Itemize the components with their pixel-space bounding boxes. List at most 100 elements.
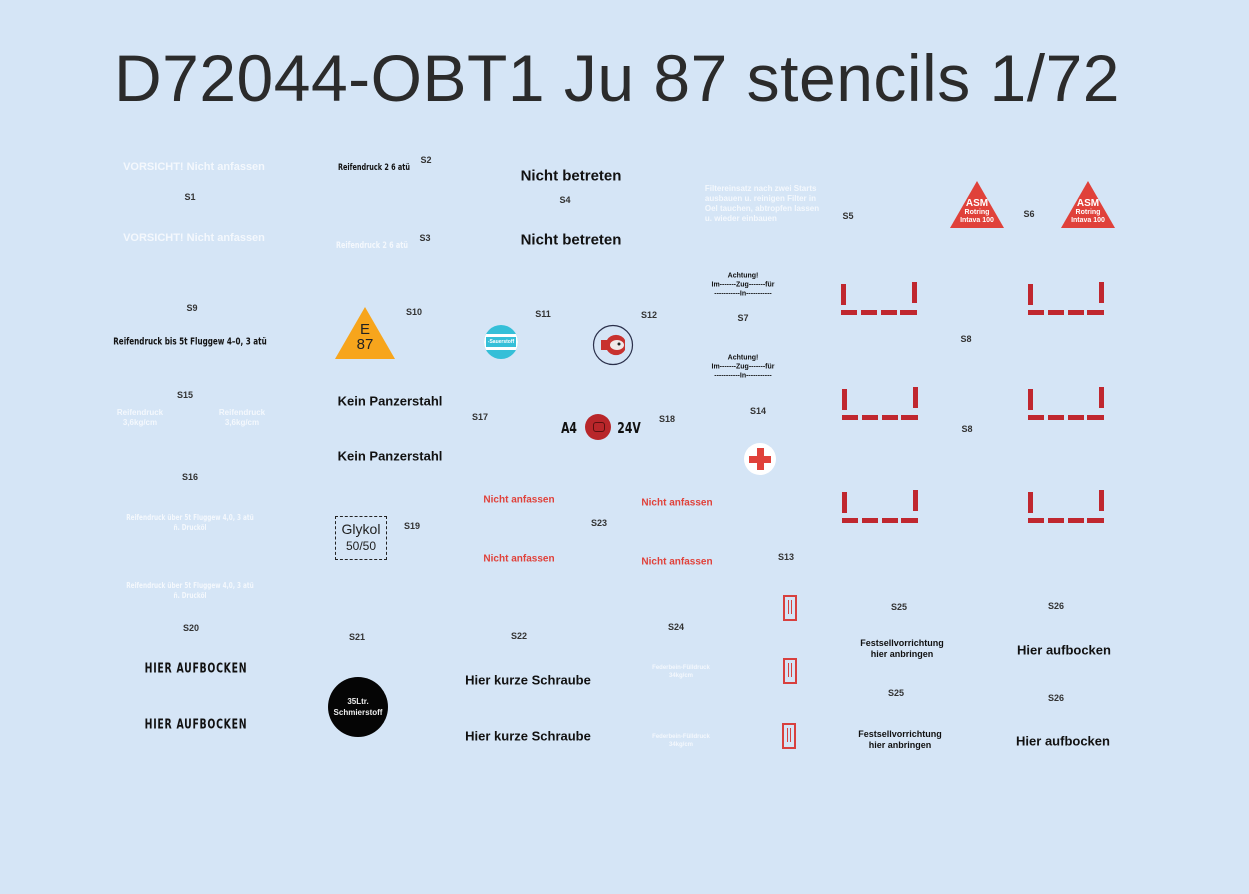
stencil-reifendruck-bis-5t: Reifendruck bis 5t Fluggew 4–0, 3 atü bbox=[113, 336, 267, 348]
label-s16: S16 bbox=[181, 472, 199, 482]
label-s17: S17 bbox=[471, 412, 489, 422]
label-s22: S22 bbox=[510, 631, 528, 641]
stencil-federbein: Federbein-Fülldruck 34kg/cm bbox=[652, 664, 710, 680]
label-s12: S12 bbox=[640, 310, 658, 320]
label-s6: S6 bbox=[1023, 209, 1035, 219]
stencil-reifendruck-2-6: Reifendruck 2 6 atü bbox=[338, 163, 410, 173]
stencil-hier-aufbocken-caps: HIER AUFBOCKEN bbox=[144, 661, 248, 677]
federbein-line: Federbein-Fülldruck bbox=[652, 734, 710, 740]
reifendruck-line: 3,6kg/cm bbox=[122, 418, 158, 427]
label-s13: S13 bbox=[777, 552, 795, 562]
filter-line: Oel tauchen, abtropfen lassen bbox=[704, 204, 820, 213]
label-s25: S25 bbox=[887, 688, 905, 698]
label-s10: S10 bbox=[405, 307, 423, 317]
stencil-kein-panzerstahl: Kein Panzerstahl bbox=[337, 393, 443, 409]
filter-line: u. wieder einbauen bbox=[704, 214, 777, 223]
label-s11: S11 bbox=[535, 309, 551, 319]
reifendruck-line: Reifendruck über 5t Fluggew 4,0, 3 atü bbox=[126, 513, 254, 522]
reifendruck-line: Reifendruck bbox=[116, 408, 164, 417]
stencil-hier-aufbocken: Hier aufbocken bbox=[1017, 642, 1111, 658]
achtung-line: Im-------Zug-------für bbox=[711, 281, 775, 289]
label-s19: S19 bbox=[403, 521, 421, 531]
stencil-hier-aufbocken-caps: HIER AUFBOCKEN bbox=[144, 717, 248, 733]
red-marker-icon bbox=[782, 723, 796, 749]
asm-text: ASM bbox=[1076, 198, 1100, 209]
achtung-line: Achtung! bbox=[727, 354, 759, 362]
schmierstoff-disc-icon bbox=[328, 677, 388, 737]
schmierstoff-text: Schmierstoff bbox=[333, 708, 383, 717]
glykol-ratio: 50/50 bbox=[345, 539, 377, 553]
label-s26: S26 bbox=[1047, 601, 1065, 611]
stencil-sauerstoff: -Sauerstoff bbox=[487, 339, 515, 345]
federbein-line: Federbein-Fülldruck bbox=[652, 665, 710, 671]
stencil-nicht-anfassen: Nicht anfassen bbox=[641, 556, 713, 568]
red-marker-icon bbox=[783, 595, 797, 621]
filter-line: Filtereinsatz nach zwei Starts bbox=[704, 184, 817, 193]
reifendruck-line: Reifendruck über 5t Fluggew 4,0, 3 atü bbox=[126, 581, 254, 590]
label-s2: S2 bbox=[420, 155, 432, 165]
achtung-line: -----------In----------- bbox=[714, 290, 772, 298]
stencil-nicht-betreten: Nicht betreten bbox=[520, 231, 622, 249]
label-s4: S4 bbox=[559, 195, 571, 205]
red-cross-icon bbox=[744, 443, 776, 475]
federbein-line: 34kg/cm bbox=[668, 673, 693, 679]
glykol-text: Glykol bbox=[341, 521, 381, 537]
label-s24: S24 bbox=[667, 622, 685, 632]
label-s8: S8 bbox=[961, 424, 973, 434]
label-s9: S9 bbox=[186, 303, 198, 313]
stencil-achtung: Achtung!Im-------Zug-------für----------… bbox=[712, 272, 775, 299]
festsell-line: hier anbringen bbox=[870, 649, 934, 659]
asm-triangle-icon bbox=[950, 181, 1004, 228]
motor-connector-icon bbox=[592, 324, 634, 366]
label-s14: S14 bbox=[749, 406, 767, 416]
festsell-line: Festsellvorrichtung bbox=[858, 729, 942, 739]
label-s21: S21 bbox=[348, 632, 366, 642]
stencil-glykol: Glykol 50/50 bbox=[335, 516, 387, 560]
stencil-24v: 24V bbox=[617, 419, 641, 437]
festsell-line: Festsellvorrichtung bbox=[860, 638, 944, 648]
label-s8: S8 bbox=[960, 334, 972, 344]
label-s15: S15 bbox=[176, 390, 194, 400]
label-s18: S18 bbox=[658, 414, 676, 424]
label-s26: S26 bbox=[1047, 693, 1065, 703]
asm-text: Rotring bbox=[1075, 209, 1101, 216]
socket-icon bbox=[585, 414, 611, 440]
walkway-bracket-icon bbox=[1028, 490, 1104, 524]
achtung-line: -----------In----------- bbox=[714, 372, 772, 380]
label-s20: S20 bbox=[182, 623, 200, 633]
red-marker-icon bbox=[783, 658, 797, 684]
e87-text: E bbox=[359, 321, 370, 338]
asm-text: Intava 100 bbox=[960, 217, 994, 224]
asm-text: ASM bbox=[965, 198, 989, 209]
walkway-bracket-icon bbox=[1028, 282, 1104, 316]
e87-triangle-icon bbox=[335, 307, 395, 359]
label-s23: S23 bbox=[590, 518, 608, 528]
reifendruck-line: 3,6kg/cm bbox=[224, 418, 260, 427]
stencil-vorsicht: VORSICHT! Nicht anfassen bbox=[123, 161, 265, 173]
stencil-filter-text: Filtereinsatz nach zwei Starts ausbauen … bbox=[705, 184, 819, 224]
label-s7: S7 bbox=[737, 313, 749, 323]
reifendruck-line: ñ. Drucköl bbox=[173, 523, 207, 532]
stencil-kein-panzerstahl: Kein Panzerstahl bbox=[337, 448, 443, 464]
festsell-line: hier anbringen bbox=[868, 740, 932, 750]
achtung-line: Im-------Zug-------für bbox=[711, 363, 775, 371]
stencil-nicht-anfassen: Nicht anfassen bbox=[483, 494, 555, 506]
walkway-bracket-icon bbox=[842, 387, 918, 421]
stencil-nicht-anfassen: Nicht anfassen bbox=[483, 553, 555, 565]
stencil-nicht-betreten: Nicht betreten bbox=[520, 167, 622, 185]
sheet-title: D72044-OBT1 Ju 87 stencils 1/72 bbox=[113, 41, 1121, 115]
stencil-hier-kurze-schraube: Hier kurze Schraube bbox=[465, 672, 591, 688]
stencil-achtung: Achtung!Im-------Zug-------für----------… bbox=[712, 354, 775, 381]
stencil-nicht-anfassen: Nicht anfassen bbox=[641, 497, 713, 509]
asm-text: Rotring bbox=[964, 209, 990, 216]
filter-line: ausbauen u. reinigen Filter in bbox=[704, 194, 817, 203]
label-s3: S3 bbox=[419, 233, 431, 243]
stencil-a4: A4 bbox=[561, 419, 577, 437]
walkway-bracket-icon bbox=[1028, 387, 1104, 421]
